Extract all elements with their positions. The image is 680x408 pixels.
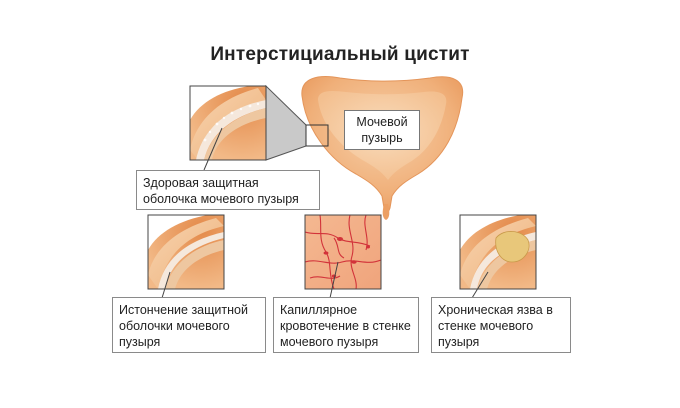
ulcer-leader-line <box>471 271 489 299</box>
zoom-wedge <box>265 84 307 161</box>
capillary-label-line3: мочевого пузыря <box>280 335 379 349</box>
bladder-urethra-drop <box>382 204 390 220</box>
capillary-label-line1: Капиллярное <box>280 303 358 317</box>
bladder-label-line1: Мочевой <box>356 115 408 129</box>
capillary-tissue-image <box>304 214 382 290</box>
thinning-label-line1: Истончение защитной <box>119 303 248 317</box>
healthy-label: Здоровая защитная оболочка мочевого пузы… <box>136 170 320 210</box>
ulcer-tissue-image <box>459 214 537 290</box>
healthy-label-line2: оболочка мочевого пузыря <box>143 192 299 206</box>
ulcer-label-line3: пузыря <box>438 335 480 349</box>
capillary-leader-line <box>329 261 339 299</box>
zoom-source-box <box>305 124 329 147</box>
page-title: Интерстициальный цистит <box>210 44 470 65</box>
healthy-label-line1: Здоровая защитная <box>143 176 259 190</box>
thinning-label-line3: пузыря <box>119 335 161 349</box>
capillary-label-line2: кровотечение в стенке <box>280 319 411 333</box>
thinning-label: Истончение защитной оболочки мочевого пу… <box>112 297 266 353</box>
thinning-label-line2: оболочки мочевого <box>119 319 230 333</box>
healthy-tissue-image <box>189 85 267 161</box>
thinning-tissue-image <box>147 214 225 290</box>
bladder-label-line2: пузырь <box>361 131 403 145</box>
ulcer-lesion <box>495 231 530 263</box>
healthy-leader-line <box>203 127 223 171</box>
capillary-label: Капиллярное кровотечение в стенке мочево… <box>273 297 419 353</box>
ulcer-label-line2: стенке мочевого <box>438 319 534 333</box>
ulcer-label: Хроническая язва в стенке мочевого пузыр… <box>431 297 571 353</box>
ulcer-label-line1: Хроническая язва в <box>438 303 553 317</box>
thinning-leader-line <box>161 271 171 299</box>
bladder-label: Мочевой пузырь <box>344 110 420 150</box>
